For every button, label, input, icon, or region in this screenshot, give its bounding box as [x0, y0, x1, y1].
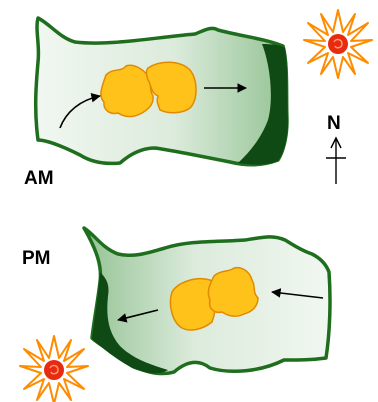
sun-icon — [20, 336, 88, 402]
pm-chloroplast-irregular — [208, 268, 258, 317]
am-chloroplast-irregular — [101, 65, 153, 116]
pm-label: PM — [22, 248, 51, 269]
am-cell — [36, 18, 288, 165]
north-compass-icon: N — [326, 113, 346, 184]
pm-cell — [84, 228, 330, 374]
am-label: AM — [24, 168, 54, 189]
am-sun-core — [328, 34, 348, 54]
north-label: N — [327, 113, 341, 134]
sun-icon — [304, 10, 372, 78]
am-chloroplast-cluster — [101, 62, 196, 116]
pm-sun-core — [44, 360, 64, 380]
